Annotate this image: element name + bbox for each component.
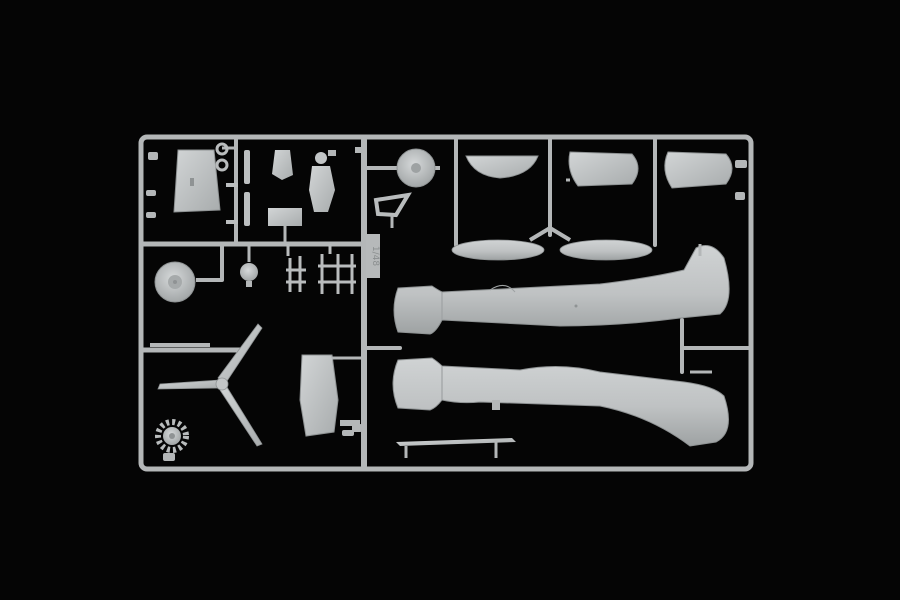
ring-part	[215, 142, 229, 172]
canopy-frame-part	[373, 192, 412, 228]
propeller-part	[150, 323, 263, 447]
sprue-frame	[138, 134, 754, 472]
sprue-tag-label: 1/48	[370, 246, 380, 266]
tailplane-right-part	[664, 151, 733, 189]
tank-gate	[528, 225, 572, 242]
gear-frame-parts	[286, 244, 356, 294]
spinner-disc-part	[366, 148, 440, 188]
tab	[355, 147, 363, 153]
cockpit-tub-part	[465, 155, 539, 179]
cog-part	[155, 419, 189, 453]
drop-tank-left	[451, 239, 545, 261]
rod-parts	[226, 150, 250, 226]
sprue-tag: 1/48	[366, 234, 380, 278]
cowling-part	[299, 354, 362, 437]
wheel-part	[154, 261, 222, 303]
fuselage-half-upper	[393, 244, 730, 335]
tailplane-left-part	[566, 151, 639, 187]
drop-tank-right	[559, 239, 653, 261]
fuselage-half-lower	[392, 357, 729, 447]
antenna-part	[396, 438, 516, 458]
tail-fin-part	[173, 146, 236, 213]
pilot-figure	[309, 150, 336, 212]
seat-part	[268, 150, 302, 242]
small-bomb-part	[240, 244, 258, 287]
